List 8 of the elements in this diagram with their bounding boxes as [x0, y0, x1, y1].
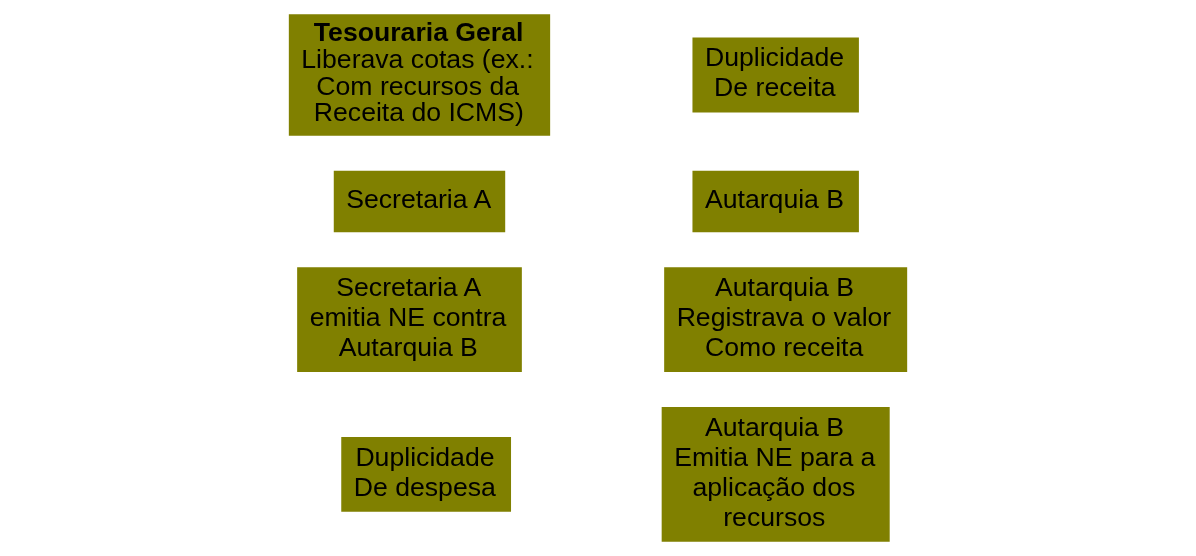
node-box: Duplicidade De despesa: [341, 436, 512, 512]
node-box: Secretaria A emitia NE contra Autarquia B: [297, 267, 522, 373]
node-box: Autarquia B Emitia NE para a aplicação dos recursos: [661, 407, 890, 542]
node-box: Duplicidade De receita: [692, 37, 859, 113]
node-box: Secretaria A: [333, 170, 506, 233]
node-box: Autarquia B: [692, 170, 859, 233]
node-box: Tesouraria Geral Liberava cotas (ex.: Com recursos da Receita do ICMS): [288, 14, 551, 136]
node-box: Autarquia B Registrava o valor Como receita: [664, 267, 908, 373]
